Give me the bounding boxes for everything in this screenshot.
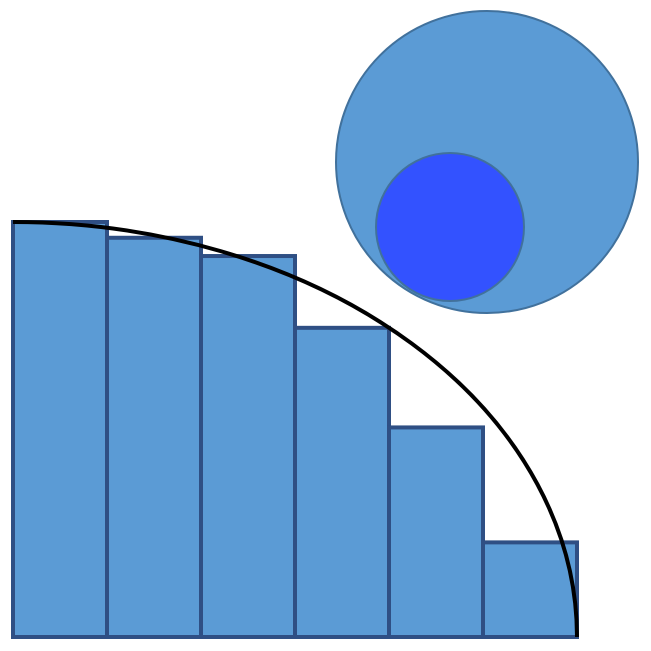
- bars-group: [11, 220, 579, 640]
- bar-1: [11, 220, 109, 639]
- quarter-ellipse-curve: [12, 220, 579, 638]
- bar-2: [105, 235, 203, 640]
- circles-group: [335, 10, 639, 314]
- bar-6: [481, 540, 579, 640]
- bar-4: [293, 325, 391, 639]
- bar-5: [387, 425, 485, 639]
- bar-3: [199, 254, 297, 639]
- inner-circle: [375, 152, 525, 302]
